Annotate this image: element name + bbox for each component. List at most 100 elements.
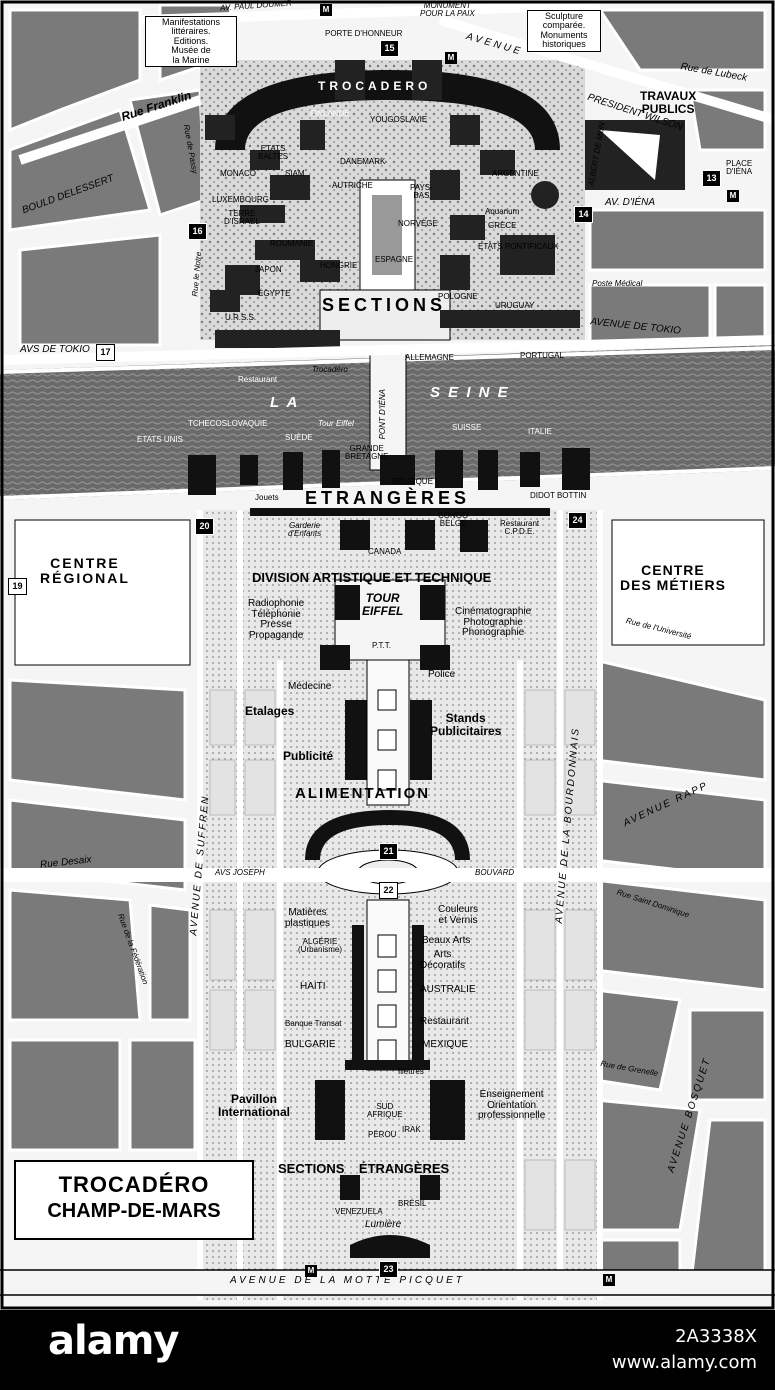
watermark-url: www.alamy.com (611, 1352, 757, 1373)
label-hongrie: HONGRIE (320, 261, 358, 270)
label-arts-decoratifs: Arts Décoratifs (420, 949, 466, 971)
label-urss: U.R.S.S. (225, 313, 257, 322)
label-belgique: BELGIQUE (392, 477, 433, 486)
label-bouvard: BOUVARD (475, 868, 515, 877)
metro-icon: M (727, 190, 739, 202)
gate-marker-16: 16 (188, 223, 207, 240)
label-travaux-publics: TRAVAUX PUBLICS (640, 89, 697, 116)
label-alimentation: ALIMENTATION (295, 785, 431, 802)
label-couleurs: Couleurs et Vernis (438, 904, 479, 926)
label-grece: GRÈCE (488, 221, 517, 230)
watermark-image-id: 2A3338X (675, 1326, 757, 1347)
label-porte-honneur: PORTE D'HONNEUR (325, 29, 403, 38)
label-matieres: Matières plastiques (285, 907, 331, 929)
label-espagne: ESPAGNE (375, 255, 414, 264)
label-sections: SECTIONS (322, 295, 447, 315)
label-mexique: MEXIQUE (422, 1039, 469, 1050)
label-place-iena: PLACE D'IÉNA (726, 159, 753, 177)
gate-marker-23: 23 (379, 1261, 398, 1278)
label-etats-baltes: ETATS BALTES (258, 144, 289, 162)
map-title-line2: CHAMP-DE-MARS (47, 1200, 221, 1222)
label-bresil: BRÉSIL (398, 1199, 427, 1208)
label-av-iena: AV. D'IÉNA (605, 197, 656, 208)
label-roumanie: ROUMANIE (270, 239, 314, 248)
label-police: Police (428, 669, 456, 680)
metro-icon: M (305, 1265, 317, 1277)
label-danemark: DANEMARK (340, 157, 386, 166)
label-etrangeres: ETRANGÈRES (305, 488, 471, 508)
label-tour-eiffel-small: Tour Eiffel (318, 419, 354, 428)
gate-marker-17: 17 (96, 344, 115, 361)
label-restaurant-mid: Restaurant (420, 1016, 469, 1027)
label-suisse: SUISSE (452, 423, 482, 432)
label-pays-bas: PAYS- BAS (410, 183, 433, 201)
metro-icon: M (603, 1274, 615, 1286)
label-cinematographie: Cinématographie Photographie Phonographi… (455, 606, 532, 638)
label-bulgarie: BULGARIE (285, 1039, 336, 1050)
label-haiti: HAITI (300, 981, 326, 992)
gate-marker-21: 21 (379, 843, 398, 860)
gate-marker-13: 13 (702, 170, 721, 187)
watermark-bar (0, 1310, 775, 1390)
label-finlande: FINLANDE (310, 109, 350, 118)
label-irak: IRAK (402, 1125, 421, 1134)
label-restaurant-top: Restaurant (238, 375, 278, 384)
manifestations-box: Manifestations littéraires. Editions. Mu… (145, 16, 237, 68)
label-poste-medical: Poste Médical (592, 279, 643, 288)
label-terre-israel: TERRE D'ISRAEL (224, 209, 260, 227)
map-title-line1: TROCADÉRO (58, 1172, 210, 1197)
label-illettres: Illettrés (398, 1067, 424, 1076)
label-pont-iena: PONT D'IÉNA (378, 388, 388, 440)
watermark-logo: alamy (48, 1318, 179, 1364)
label-yougoslavie: YOUGOSLAVIE (370, 115, 428, 124)
gate-marker-22: 22 (379, 882, 398, 899)
label-venezuela: VENEZUELA (335, 1207, 383, 1216)
label-siam: SIAM (285, 169, 305, 178)
label-pavillon-int: Pavillon International (218, 1092, 291, 1119)
label-medecine: Médecine (288, 681, 332, 692)
label-grande-bretagne: GRANDE BRETAGNE (345, 444, 389, 462)
label-av-motte-picquet: AVENUE DE LA MOTTE PICQUET (230, 1275, 465, 1286)
label-italie: ITALIE (528, 427, 552, 436)
metro-icon: M (445, 52, 457, 64)
label-portugal: PORTUGAL (520, 351, 564, 360)
label-banque: Banque Transat (285, 1019, 342, 1028)
label-restaurant-cpde: Restaurant C.P.D.E. (500, 519, 540, 537)
map-frame: Manifestations littéraires. Editions. Mu… (0, 0, 775, 1310)
gate-marker-24: 24 (568, 512, 587, 529)
label-av-joseph: AVS JOSEPH (215, 868, 265, 877)
label-perou: PÉROU (368, 1130, 397, 1139)
label-autriche: AUTRICHE (332, 181, 373, 190)
label-suede: SUÈDE (285, 433, 313, 442)
label-norvege: NORVÈGE (398, 219, 438, 228)
label-allemagne: ALLEMAGNE (405, 353, 454, 362)
label-publicite: Publicité (283, 749, 334, 763)
label-radiophonie: Radiophonie Téléphonie Presse Propagande (248, 598, 305, 641)
label-didot-bottin: DIDOT BOTTIN (530, 491, 587, 500)
label-sud-afrique: SUD AFRIQUE (367, 1102, 403, 1120)
label-division: DIVISION ARTISTIQUE ET TECHNIQUE (252, 570, 492, 585)
label-seine: S E I N E (430, 384, 510, 401)
label-stands: Stands Publicitaires (430, 711, 502, 738)
label-etats-unis: ETATS UNIS (137, 435, 183, 444)
label-garderie: Garderie d'Enfants (288, 521, 322, 539)
label-egypte: ÉGYPTE (258, 289, 291, 298)
label-centre-regional: CENTRE RÉGIONAL (40, 555, 130, 586)
label-monument-paix: MONUMENT POUR LA PAIX (420, 1, 475, 19)
label-uruguay: URUGUAY (495, 301, 535, 310)
label-etalages: Etalages (245, 704, 295, 718)
label-japon: JAPON (255, 265, 282, 274)
map-drawing (0, 0, 775, 1310)
label-jouets: Jouets (255, 493, 279, 502)
label-luxembourg: LUXEMBOURG (212, 195, 269, 204)
map-title-box: TROCADÉRO CHAMP-DE-MARS (14, 1160, 254, 1240)
label-av-tokio-left: AVS DE TOKIO (20, 344, 90, 355)
label-canada: CANADA (368, 547, 402, 556)
label-tour-eiffel: TOUR EIFFEL (362, 591, 404, 618)
gate-marker-19: 19 (8, 578, 27, 595)
metro-icon: M (320, 4, 332, 16)
label-pologne: POLOGNE (438, 292, 478, 301)
label-aquarium: Aquarium (485, 207, 520, 216)
label-la: L A (270, 394, 300, 411)
label-argentine: ARGENTINE (492, 169, 539, 178)
